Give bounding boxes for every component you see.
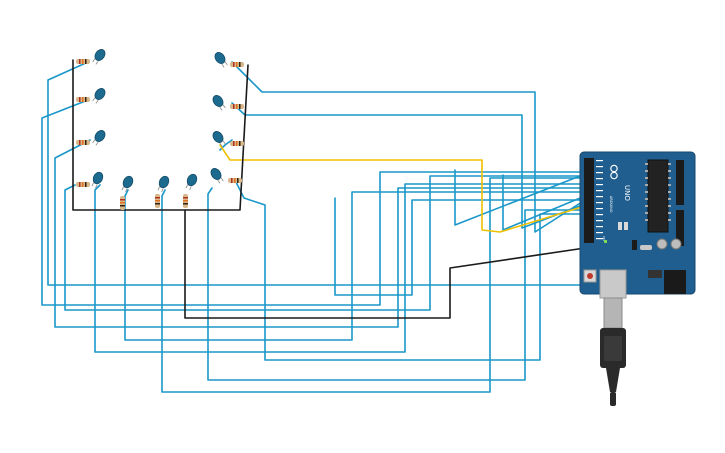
board-brand-label: ARDUINO	[609, 196, 613, 213]
wire-bottom-led-3[interactable]	[124, 189, 586, 341]
crystal	[640, 245, 652, 250]
capacitor	[624, 222, 628, 230]
usb-plug-metal	[603, 297, 623, 329]
wire-left-led-1[interactable]	[47, 61, 586, 286]
wire-bottom-led-1[interactable]	[64, 175, 586, 311]
usb-plug-grip	[604, 336, 622, 361]
led-icon[interactable]	[90, 171, 105, 189]
ground-wires	[72, 59, 586, 319]
electrolytic-capacitor	[656, 238, 668, 250]
led-icon[interactable]	[120, 175, 135, 193]
led-icon[interactable]	[184, 173, 199, 191]
resistor-l1[interactable]	[76, 59, 90, 64]
signal-wires	[41, 61, 586, 393]
wire-right-led-4[interactable]	[234, 179, 586, 361]
wire-right-led-1[interactable]	[231, 61, 586, 233]
resistor-l3[interactable]	[76, 140, 90, 145]
arduino-uno-board[interactable]: UNO ARDUINO ON	[579, 151, 696, 299]
dc-power-jack[interactable]	[664, 270, 686, 294]
wire-left-led-3[interactable]	[54, 139, 586, 328]
analog-header[interactable]	[676, 210, 684, 246]
board-model-label: UNO	[623, 185, 631, 201]
resistor-r1[interactable]	[230, 62, 244, 67]
usb-port[interactable]	[599, 269, 627, 299]
resistors	[76, 59, 244, 210]
digital-pin-labels	[596, 160, 603, 240]
usb-plug-icon[interactable]	[600, 297, 626, 406]
power-led	[604, 240, 607, 243]
yellow-wire[interactable]	[219, 144, 586, 233]
led-icon[interactable]	[213, 51, 230, 69]
usb-cable-strain	[606, 368, 620, 392]
wire-left-led-2[interactable]	[41, 99, 586, 306]
wire-extra-1[interactable]	[334, 197, 586, 296]
ground-bus-drop[interactable]	[184, 209, 586, 319]
resistor-l4[interactable]	[76, 182, 90, 187]
regulator	[648, 270, 662, 278]
atmega-chip	[647, 159, 669, 233]
reset-button-cap[interactable]	[587, 273, 593, 279]
led-icon[interactable]	[91, 48, 108, 66]
wire-extra-2[interactable]	[454, 169, 586, 226]
resistor-l2[interactable]	[76, 97, 90, 102]
power-led-label: ON	[602, 236, 606, 241]
ground-bus-left[interactable]	[72, 59, 249, 211]
led-icon[interactable]	[211, 94, 228, 112]
resistor-r4[interactable]	[228, 178, 242, 183]
usb-cable	[610, 392, 616, 406]
led-icon[interactable]	[156, 175, 171, 193]
icsp-header	[632, 240, 637, 250]
resistor-b1[interactable]	[120, 196, 125, 210]
digital-header[interactable]	[584, 158, 594, 243]
capacitor	[618, 222, 622, 230]
wire-right-led-5[interactable]	[502, 174, 586, 231]
electrolytic-capacitor	[670, 238, 682, 250]
led-icon[interactable]	[211, 130, 228, 148]
led-icon[interactable]	[91, 129, 108, 147]
wire-bottom-led-4[interactable]	[161, 177, 586, 393]
arduino-infinity-icon	[610, 164, 618, 180]
leds	[90, 48, 230, 193]
led-icon[interactable]	[91, 87, 108, 105]
led-icon[interactable]	[209, 167, 226, 185]
wire-bottom-led-2[interactable]	[94, 183, 586, 353]
resistor-r2[interactable]	[230, 104, 244, 109]
chip-pins	[645, 163, 671, 221]
resistor-r3[interactable]	[230, 141, 244, 146]
wire-right-led-2[interactable]	[231, 102, 586, 229]
power-header[interactable]	[676, 160, 684, 205]
resistor-b2[interactable]	[155, 194, 160, 208]
resistor-b3[interactable]	[183, 194, 188, 208]
